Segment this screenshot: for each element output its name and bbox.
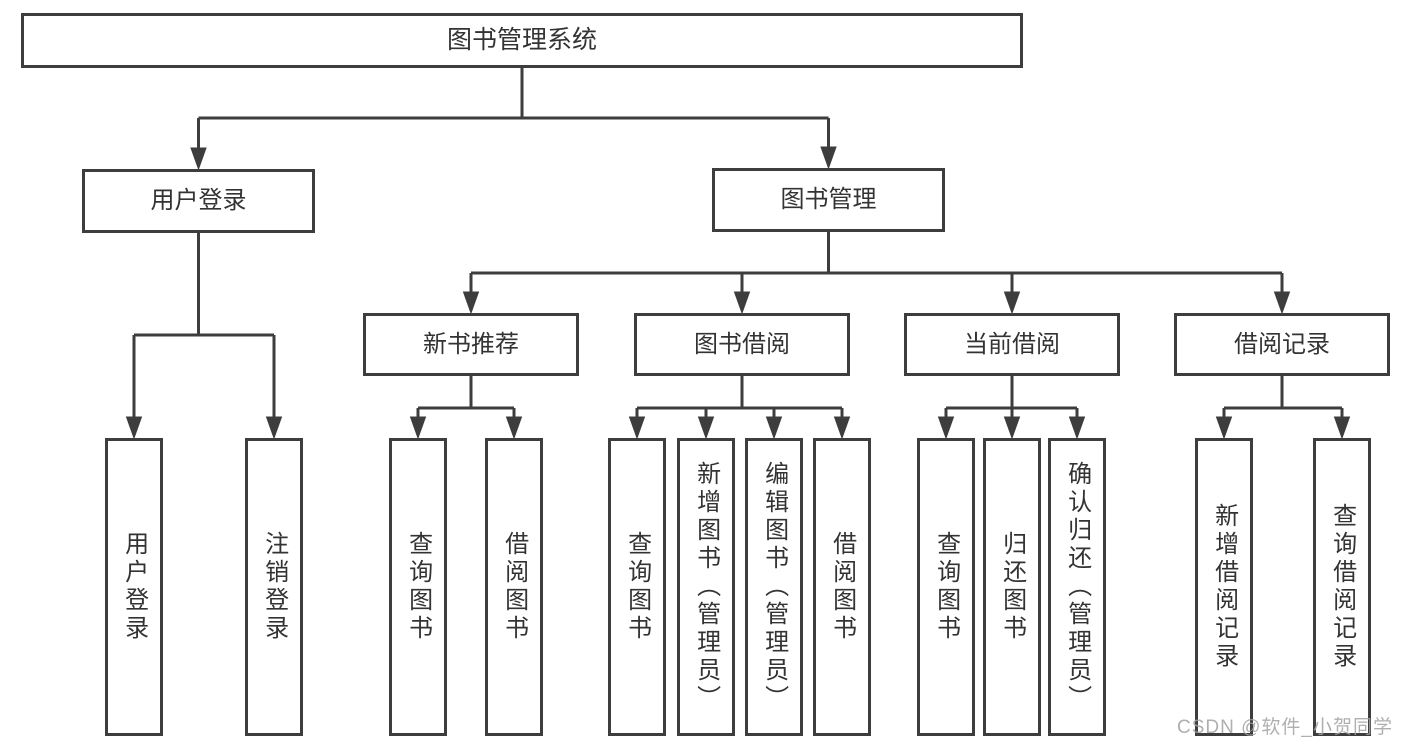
node-label: 新增图书（管理员） [692,461,720,713]
node-label: 查询借阅记录 [1328,503,1356,671]
node-book-management: 图书管理 [712,168,945,232]
node-label: 新增借阅记录 [1210,503,1238,671]
node-root-library-system: 图书管理系统 [21,13,1023,68]
node-label: 借阅记录 [1234,330,1330,358]
leaf-query-borrow-record: 查询借阅记录 [1313,438,1371,736]
edge-book-mgmt-to-level3 [462,232,1291,315]
leaf-add-books-admin: 新增图书（管理员） [677,438,735,736]
node-label: 借阅图书 [828,531,856,643]
leaf-confirm-return-admin: 确认归还（管理员） [1048,438,1106,736]
node-label: 当前借阅 [964,330,1060,358]
edge-new-book-to-leaves [409,376,523,440]
node-label: 注销登录 [260,531,288,643]
node-label: 新书推荐 [423,330,519,358]
node-label: 查询图书 [623,531,651,643]
leaf-return-books: 归还图书 [983,438,1041,736]
node-label: 用户登录 [120,531,148,643]
node-book-borrow: 图书借阅 [634,313,850,376]
leaf-borrow-books: 借阅图书 [813,438,871,736]
leaf-edit-books-admin: 编辑图书（管理员） [745,438,803,736]
leaf-add-borrow-record: 新增借阅记录 [1195,438,1253,736]
node-label: 借阅图书 [500,531,528,643]
node-borrow-record: 借阅记录 [1174,313,1390,376]
leaf-query-books-recommend: 查询图书 [389,438,447,736]
edge-borrow-record-to-leaves [1215,376,1351,440]
edge-current-borrow-to-leaves [937,376,1086,440]
node-label: 图书管理系统 [446,26,597,54]
node-label: 图书管理 [780,186,877,213]
node-new-book-recommend: 新书推荐 [363,313,579,376]
node-label: 用户登录 [150,187,247,214]
node-label: 查询图书 [932,531,960,643]
edge-book-borrow-to-leaves [628,376,851,440]
node-current-borrow: 当前借阅 [904,313,1120,376]
leaf-query-books-current: 查询图书 [917,438,975,736]
node-label: 查询图书 [404,531,432,643]
leaf-user-login: 用户登录 [105,438,163,736]
node-label: 确认归还（管理员） [1063,461,1091,713]
leaf-borrow-books-recommend: 借阅图书 [485,438,543,736]
leaf-query-books: 查询图书 [608,438,666,736]
node-label: 图书借阅 [694,330,790,358]
csdn-watermark: CSDN @软件_小贺同学 [1177,717,1393,738]
node-user-login: 用户登录 [82,169,315,233]
edge-user-login-to-leaves [125,233,283,440]
leaf-logout: 注销登录 [245,438,303,736]
node-label: 归还图书 [998,531,1026,643]
edge-root-to-level2 [190,68,837,171]
node-label: 编辑图书（管理员） [760,461,788,713]
